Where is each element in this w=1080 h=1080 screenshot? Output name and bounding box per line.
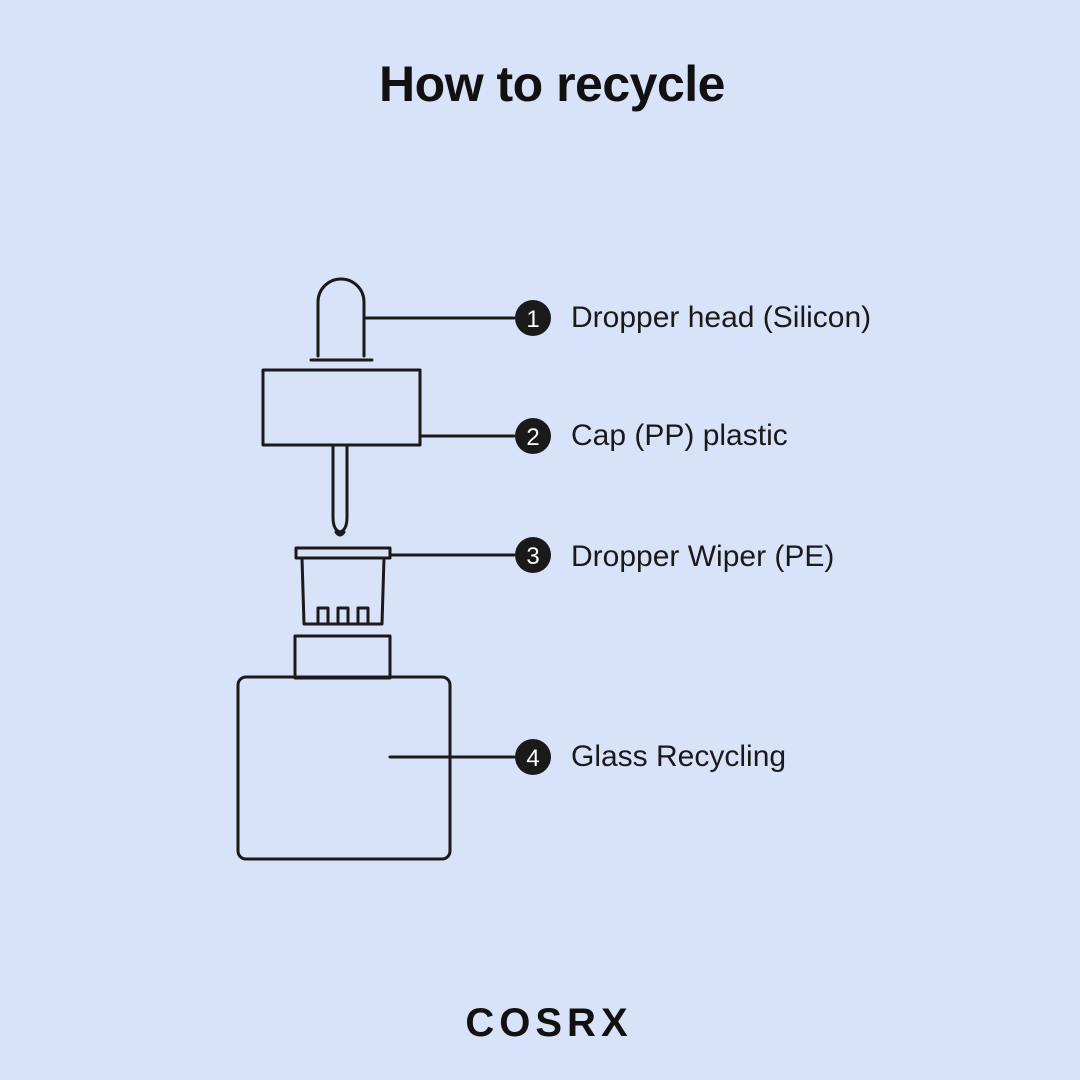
part-label-dropper-head: Dropper head (Silicon) xyxy=(571,301,872,334)
badge-4-number: 4 xyxy=(526,745,539,772)
dropper-wiper-part xyxy=(294,546,392,626)
badge-2-number: 2 xyxy=(526,424,539,451)
badge-1-number: 1 xyxy=(526,306,539,333)
part-label-glass-bottle: Glass Recycling xyxy=(571,740,787,773)
page-title: How to recycle xyxy=(379,56,725,112)
badge-2: 2 xyxy=(515,418,551,454)
badge-3-number: 3 xyxy=(526,543,539,570)
dropper-head-part xyxy=(309,277,374,362)
part-label-cap: Cap (PP) plastic xyxy=(571,419,788,452)
part-label-dropper-wiper: Dropper Wiper (PE) xyxy=(571,540,835,573)
pipette-part xyxy=(331,443,349,537)
badge-3: 3 xyxy=(515,537,551,573)
brand-logo: COSRX xyxy=(465,1001,633,1045)
glass-bottle-part xyxy=(236,634,452,861)
badge-1: 1 xyxy=(515,300,551,336)
badge-4: 4 xyxy=(515,739,551,775)
cap-part xyxy=(261,368,422,447)
